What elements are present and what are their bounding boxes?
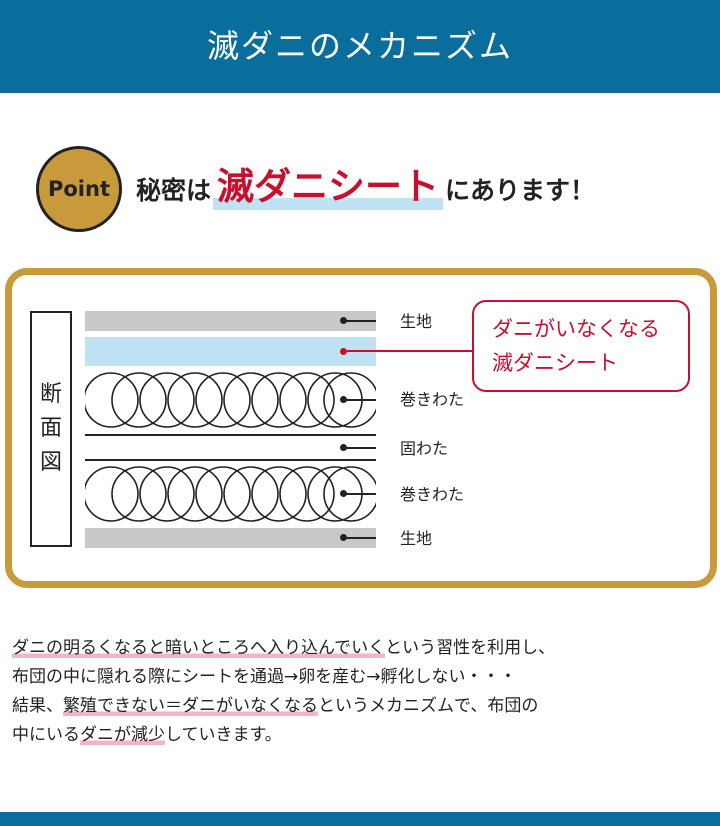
layer-label-fabric-top: 生地 [400, 312, 433, 331]
highlight-text: ダニが減少 [80, 725, 165, 745]
description-text: 中にいる [12, 725, 80, 745]
headline-text-before: 秘密は [136, 176, 212, 205]
layer-label-rolled-cotton-bottom: 巻きわた [400, 485, 465, 504]
description: ダニの明るくなると暗いところへ入り込んでいくという習性を利用し、 布団の中に隠れ… [12, 634, 712, 750]
leader-line [346, 447, 376, 449]
leader-dot [340, 534, 347, 541]
coil-pattern-icon [85, 466, 376, 522]
leader-line [346, 320, 376, 322]
page-title: 滅ダニのメカニズム [206, 27, 513, 65]
callout-line-2: 滅ダニシート [492, 351, 618, 375]
layer-rolled-cotton-top [85, 370, 376, 430]
description-line-2: 布団の中に隠れる際にシートを通過→卵を産む→孵化しない・・・ [12, 663, 712, 692]
layer-rolled-cotton-bottom [85, 464, 376, 524]
leader-dot-sheet [340, 348, 347, 355]
description-line-3: 結果、繁殖できない＝ダニがいなくなるというメカニズムで、布団の [12, 692, 712, 721]
layer-anti-mite-sheet [85, 337, 376, 366]
headline-text-after: にあります！ [445, 176, 596, 205]
leader-dot [340, 490, 347, 497]
description-text: というメカニズムで、布団の [318, 696, 539, 716]
leader-line [346, 399, 376, 401]
layer-fabric-bottom [85, 528, 376, 548]
leader-line [346, 493, 376, 495]
point-headline: 秘密は滅ダニシートにあります！ [136, 162, 595, 212]
highlight-text: ダニの明るくなると暗いところへ入り込んでいく [12, 638, 386, 658]
leader-dot [340, 444, 347, 451]
layer-label-firm-cotton: 固わた [400, 439, 449, 458]
leader-dot [340, 396, 347, 403]
description-text: という習性を利用し、 [385, 638, 556, 658]
callout-leader-line [347, 350, 473, 352]
layer-fabric-top [85, 311, 376, 331]
cross-section-char: 断 [39, 382, 62, 407]
coil-pattern-icon [85, 372, 376, 428]
layer-firm-cotton [85, 434, 376, 461]
sheet-callout: ダニがいなくなる 滅ダニシート [472, 300, 690, 392]
layer-label-rolled-cotton-top: 巻きわた [400, 390, 465, 409]
cross-section-char: 図 [39, 450, 62, 475]
layer-label-fabric-bottom: 生地 [400, 529, 433, 548]
leader-dot [340, 317, 347, 324]
headline-highlight: 滅ダニシート [213, 162, 444, 212]
footer-bar [0, 812, 720, 826]
description-text: していきます。 [165, 725, 282, 745]
description-line-1: ダニの明るくなると暗いところへ入り込んでいくという習性を利用し、 [12, 634, 712, 663]
header-banner: 滅ダニのメカニズム [0, 0, 720, 93]
description-text: 結果、 [12, 696, 63, 716]
cross-section-label: 断 面 図 [30, 311, 72, 547]
point-badge: Point [36, 146, 122, 232]
callout-line-1: ダニがいなくなる [492, 317, 660, 341]
description-line-4: 中にいるダニが減少していきます。 [12, 721, 712, 750]
leader-line [346, 537, 376, 539]
cross-section-char: 面 [39, 416, 62, 441]
highlight-text: 繁殖できない＝ダニがいなくなる [63, 696, 318, 716]
description-text: 布団の中に隠れる際にシートを通過→卵を産む→孵化しない・・・ [12, 667, 517, 687]
